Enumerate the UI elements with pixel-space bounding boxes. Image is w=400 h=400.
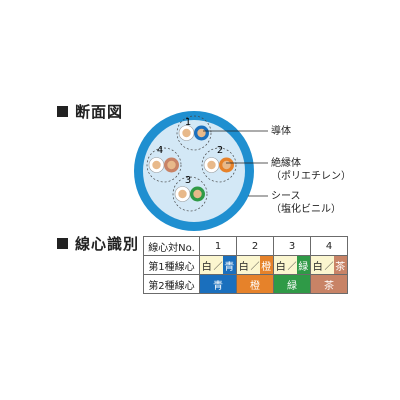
- cable-inner-area: [143, 120, 245, 222]
- type1-pair-4-cell: 白／茶: [310, 255, 348, 275]
- conductor-callout: 導体: [271, 125, 291, 138]
- row-label-type1: 第1種線心: [143, 255, 200, 275]
- pair-3-white-conductor: [178, 189, 187, 199]
- type2-pair-1-cell: 青: [199, 274, 237, 294]
- table-header-pair-4: 4: [310, 236, 348, 256]
- pair-2-colored-conductor: [222, 160, 231, 170]
- table-header-pair-2: 2: [236, 236, 274, 256]
- sheath-callout: シース （塩化ビニル）: [271, 190, 341, 216]
- type2-pair-2-cell: 橙: [236, 274, 274, 294]
- wire-identification-heading: 線心識別: [57, 233, 139, 254]
- heading-bullet-icon: [57, 106, 68, 117]
- table-header-pair-1: 1: [199, 236, 237, 256]
- type2-pair-3-cell: 緑: [273, 274, 311, 294]
- type1-pair-4-white: 白: [312, 261, 323, 273]
- pair-number-4: 4: [157, 145, 163, 156]
- type1-pair-2-cell: 白／橙: [236, 255, 274, 275]
- wire-identification-table: 線心対No. 1 2 3 4 第1種線心 白／青 白／橙 白／緑 白／茶 第2種…: [143, 236, 348, 294]
- row-label-type2: 第2種線心: [143, 274, 200, 294]
- table-header-label: 線心対No.: [143, 236, 200, 256]
- pair-2-white-conductor: [207, 160, 216, 170]
- pair-3-outline: [172, 176, 208, 212]
- type1-pair-1-white: 白: [201, 261, 212, 273]
- table-header-pair-3: 3: [273, 236, 311, 256]
- table-row-type2: 第2種線心 青 橙 緑 茶: [143, 274, 348, 294]
- sheath-label: シース: [271, 191, 301, 202]
- heading-bullet-icon: [57, 238, 68, 249]
- insulation-callout: 絶縁体 （ポリエチレン）: [271, 157, 351, 183]
- pair-number-3: 3: [185, 175, 191, 186]
- pair-4-outline: [146, 147, 182, 183]
- type1-pair-2-color: 橙: [259, 256, 274, 274]
- cross-section-title: 断面図: [75, 103, 124, 121]
- pair-4-colored-conductor: [167, 160, 176, 170]
- table-row-type1: 第1種線心 白／青 白／橙 白／緑 白／茶: [143, 255, 348, 275]
- pair-2-outline: [201, 147, 237, 183]
- pair-1-colored-conductor: [197, 128, 206, 138]
- type1-pair-2-white: 白: [238, 261, 249, 273]
- type1-pair-1-color: 青: [222, 256, 237, 274]
- pair-4-white-conductor: [152, 160, 161, 170]
- insulation-label: 絶縁体: [271, 158, 301, 169]
- cross-section-heading: 断面図: [57, 101, 123, 122]
- sheath-material-label: （塩化ビニル）: [271, 204, 341, 215]
- type1-pair-3-cell: 白／緑: [273, 255, 311, 275]
- pair-3-colored-conductor: [193, 189, 202, 199]
- pair-1-outline: [176, 115, 212, 151]
- conductor-label: 導体: [271, 126, 291, 137]
- type1-pair-3-white: 白: [275, 261, 286, 273]
- type1-pair-1-cell: 白／青: [199, 255, 237, 275]
- table-header-row: 線心対No. 1 2 3 4: [143, 236, 348, 256]
- type1-pair-4-color: 茶: [333, 256, 348, 274]
- pair-1-white-conductor: [182, 128, 191, 138]
- insulation-material-label: （ポリエチレン）: [271, 171, 351, 182]
- type1-pair-3-color: 緑: [296, 256, 311, 274]
- pair-number-2: 2: [217, 145, 223, 156]
- pair-number-1: 1: [185, 117, 191, 128]
- wire-identification-title: 線心識別: [75, 235, 140, 253]
- type2-pair-4-cell: 茶: [310, 274, 348, 294]
